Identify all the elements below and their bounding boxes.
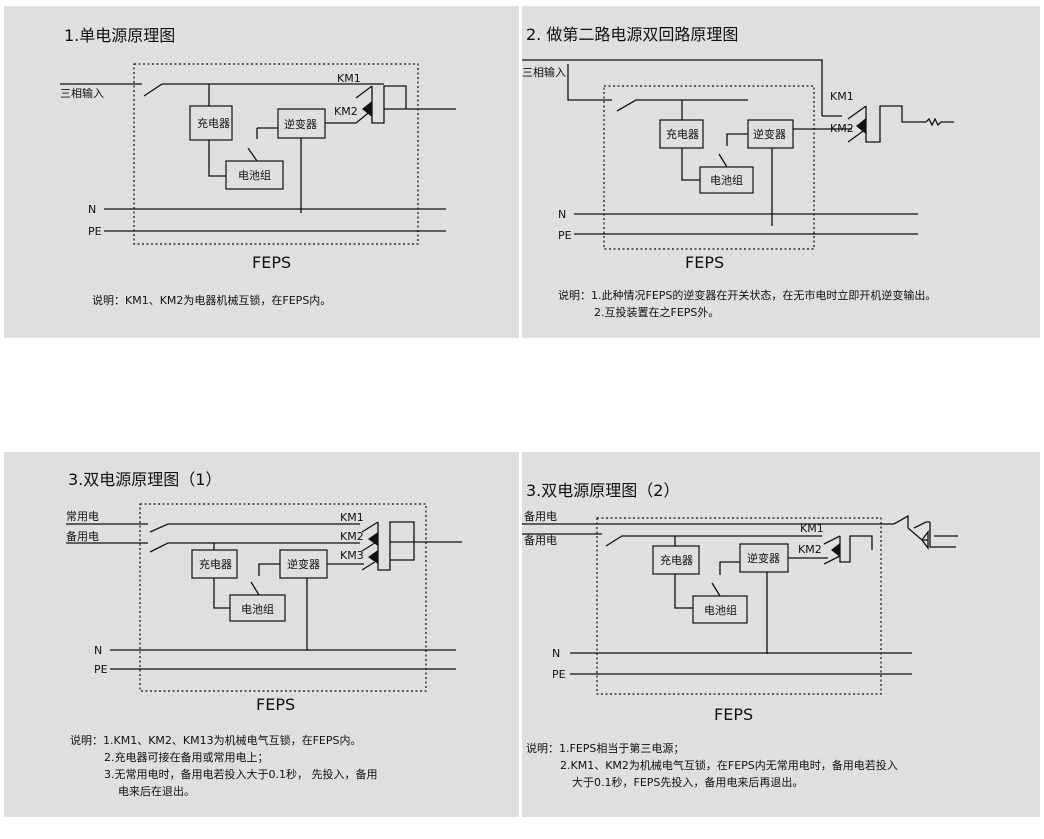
note-line-4: 电来后在退出。: [118, 784, 195, 798]
inverter-label: 逆变器: [284, 117, 317, 131]
diagram-4-title: 3.双电源原理图（2）: [526, 481, 679, 500]
note-line-2: 2.充电器可接在备用或常用电上；: [104, 750, 269, 764]
inverter-box: [739, 543, 789, 573]
charger-label: 充电器: [666, 127, 699, 141]
input-2-label: 备用电: [524, 533, 557, 547]
charger-box: [652, 545, 700, 575]
feps-label: FEPS: [252, 253, 291, 272]
note-line-1: 说明：1.KM1、KM2、KM13为机械电气互锁，在FEPS内。: [70, 733, 362, 747]
feps-label: FEPS: [256, 695, 295, 714]
inverter-label: 逆变器: [747, 551, 780, 565]
interlock-arrow: [362, 101, 372, 117]
note-line-3: 3.无常用电时，备用电若投入大于0.1秒， 先投入，备用: [104, 767, 377, 781]
battery-box: [229, 594, 286, 622]
outer-interlock-arrow: [921, 530, 929, 550]
battery-label: 电池组: [241, 602, 274, 616]
output-resistor: [925, 117, 954, 127]
input-label: 三相输入: [522, 65, 566, 79]
feps-label: FEPS: [685, 253, 724, 272]
n-label: N: [88, 203, 96, 216]
inverter-label: 逆变器: [753, 127, 786, 141]
inverter-switch: [711, 582, 721, 597]
km2-label: KM2: [334, 105, 358, 118]
panel-diagram-1: 1.单电源原理图 三相输入 充电器 电池组 逆变器 KM1 KM2 N PE F…: [4, 6, 519, 338]
battery-box: [225, 160, 284, 190]
charger-label: 充电器: [197, 116, 230, 130]
charger-label: 充电器: [660, 553, 693, 567]
km2-label: KM2: [798, 543, 822, 556]
km1-label: KM1: [337, 72, 361, 85]
note-line-1: 说明：KM1、KM2为电器机械互锁，在FEPS内。: [92, 293, 331, 307]
panel-diagram-2: 2. 做第二路电源双回路原理图 三相输入 充电器 电池组 逆变器 KM1 KM2…: [522, 6, 1040, 338]
input-2-label: 备用电: [66, 529, 99, 543]
diagram-1-title: 1.单电源原理图: [64, 26, 175, 45]
km1-label: KM1: [800, 522, 824, 535]
km1-label: KM1: [340, 511, 364, 524]
diagram-4-svg: 3.双电源原理图（2） 备用电 备用电 充电器 电池组 逆变器 KM1 KM2 …: [522, 481, 958, 789]
km1-line: [66, 523, 360, 533]
feps-boundary: [603, 85, 815, 250]
n-label: N: [94, 644, 102, 657]
charger-label: 充电器: [199, 557, 232, 571]
feps-boundary: [133, 63, 419, 245]
battery-box: [699, 166, 754, 194]
feps-boundary: [139, 503, 427, 692]
charger-box: [191, 549, 238, 579]
inverter-label: 逆变器: [287, 557, 320, 571]
panel-diagram-4: 3.双电源原理图（2） 备用电 备用电 充电器 电池组 逆变器 KM1 KM2 …: [522, 452, 1040, 817]
note-line-3: 大于0.1秒，FEPS先投入，备用电来后再退出。: [572, 775, 803, 789]
inverter-switch: [250, 581, 260, 596]
inverter-box: [747, 119, 794, 149]
pe-label: PE: [558, 229, 572, 242]
diagram-1-svg: 1.单电源原理图 三相输入 充电器 电池组 逆变器 KM1 KM2 N PE F…: [60, 26, 456, 307]
input-1-label: 备用电: [524, 509, 557, 523]
km1-switch: [143, 83, 384, 97]
diagram-2-svg: 2. 做第二路电源双回路原理图 三相输入 充电器 电池组 逆变器 KM1 KM2…: [522, 25, 954, 319]
pe-label: PE: [88, 225, 102, 238]
input-line: [522, 59, 823, 116]
battery-label: 电池组: [704, 603, 737, 617]
interlock-arrow: [856, 118, 866, 134]
diagram-3-title: 3.双电源原理图（1）: [68, 470, 221, 489]
input-label: 三相输入: [60, 86, 104, 100]
diagram-2-title: 2. 做第二路电源双回路原理图: [526, 25, 738, 44]
panel-diagram-3: 3.双电源原理图（1） 常用电 备用电 充电器 电池组 逆变器 KM1 KM2 …: [4, 452, 519, 817]
inverter-switch: [718, 153, 728, 168]
inverter-switch: [247, 147, 258, 162]
internal-switch: [616, 99, 748, 112]
km2-label: KM2: [830, 122, 854, 135]
charger-box: [659, 119, 704, 149]
km2-label: KM2: [340, 530, 364, 543]
battery-label: 电池组: [238, 168, 271, 182]
battery-box: [692, 595, 748, 624]
interlock-arrow-1: [368, 532, 378, 546]
note-line-1: 说明：1.此种情况FEPS的逆变器在开关状态，在无市电时立即开机逆变输出。: [558, 288, 936, 302]
charger-box: [189, 105, 233, 141]
battery-label: 电池组: [710, 173, 743, 187]
pe-label: PE: [94, 663, 108, 676]
pe-label: PE: [552, 668, 566, 681]
outer-line: [522, 514, 930, 529]
feps-label: FEPS: [714, 705, 753, 724]
km3-label: KM3: [340, 549, 364, 562]
diagram-3-svg: 3.双电源原理图（1） 常用电 备用电 充电器 电池组 逆变器 KM1 KM2 …: [66, 470, 462, 798]
note-line-1: 说明：1.FEPS相当于第三电源；: [526, 741, 684, 755]
internal-line: [522, 533, 822, 547]
n-label: N: [558, 208, 566, 221]
interlock-arrow-2: [368, 550, 378, 564]
n-label: N: [552, 647, 560, 660]
km2-line: [66, 542, 360, 553]
note-line-2: 2.互投装置在之FEPS外。: [594, 305, 719, 319]
interlock-arrow: [831, 543, 840, 557]
km1-label: KM1: [830, 90, 854, 103]
input-1-label: 常用电: [66, 510, 99, 523]
note-line-2: 2.KM1、KM2为机械电气互锁，在FEPS内无常用电时，备用电若投入: [560, 758, 898, 772]
